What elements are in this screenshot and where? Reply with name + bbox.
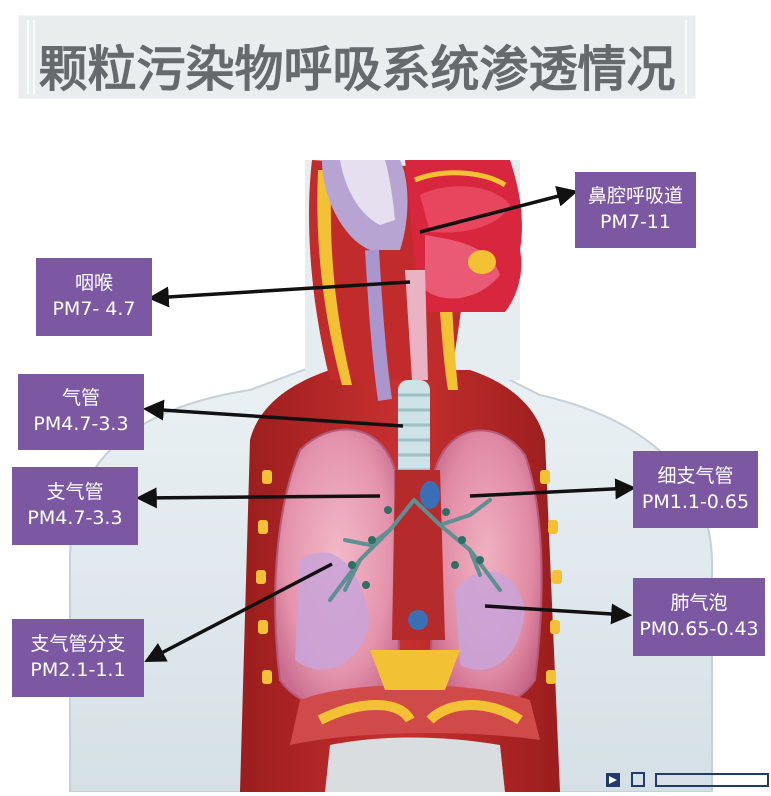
label-pharynx-name: 咽喉 [36,271,152,297]
playback-controls [600,766,771,792]
label-bronchi: 支气管 PM4.7-3.3 [12,467,138,545]
label-alveoli: 肺气泡 PM0.65-0.43 [633,578,765,656]
label-bronchi-name: 支气管 [12,480,138,506]
arrow-bronchial-branch [148,564,332,660]
arrow-bronchi [140,496,380,498]
label-alveoli-name: 肺气泡 [633,591,765,617]
label-trachea-name: 气管 [18,386,144,412]
label-trachea-range: PM4.7-3.3 [18,412,144,438]
label-nasal-airway: 鼻腔呼吸道 PM7-11 [575,172,696,248]
label-nasal-name: 鼻腔呼吸道 [575,184,696,210]
label-pharynx-range: PM7- 4.7 [36,297,152,323]
play-icon[interactable] [606,773,620,787]
label-nasal-range: PM7-11 [575,210,696,236]
arrow-trachea [147,409,403,426]
arrow-alveoli [485,606,628,615]
arrow-bronchioles [470,488,632,496]
label-bronchial-branch-name: 支气管分支 [12,632,144,658]
label-bronchioles-range: PM1.1-0.65 [633,490,758,516]
arrow-nasal [420,192,574,232]
label-trachea: 气管 PM4.7-3.3 [18,374,144,450]
progress-track[interactable] [656,774,768,786]
label-alveoli-range: PM0.65-0.43 [633,617,765,643]
label-bronchioles-name: 细支气管 [633,464,758,490]
label-bronchial-branch: 支气管分支 PM2.1-1.1 [12,619,144,697]
label-bronchial-branch-range: PM2.1-1.1 [12,658,144,684]
label-bronchi-range: PM4.7-3.3 [12,506,138,532]
arrow-pharynx [152,282,410,298]
stop-icon[interactable] [632,773,644,786]
label-bronchioles: 细支气管 PM1.1-0.65 [633,451,758,528]
label-pharynx: 咽喉 PM7- 4.7 [36,258,152,336]
